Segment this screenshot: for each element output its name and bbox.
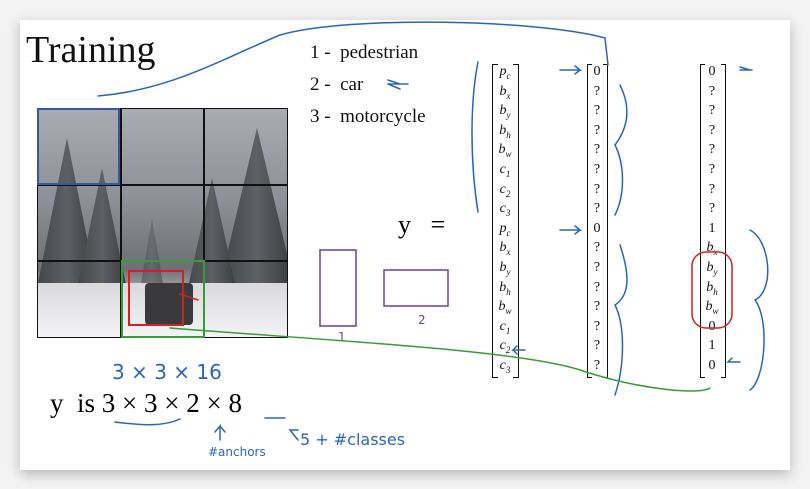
vector-entry: 0: [593, 64, 601, 79]
vector-entry: bw: [498, 299, 512, 316]
vector-entry: ?: [593, 142, 601, 158]
vector-entry: 0: [708, 357, 716, 373]
example-vector-1: 0??????? 0???????: [587, 62, 607, 376]
vector-entry: c3: [499, 201, 511, 218]
highlighted-cell: [37, 108, 120, 185]
handwritten-annotations: [97, 21, 769, 441]
vector-entry: bh: [706, 279, 718, 297]
slide-title: Training: [26, 29, 156, 71]
slide: Training 1 - pedestrian 2 - car 3 - moto…: [20, 20, 790, 470]
class-pedestrian: 1 - pedestrian: [310, 42, 419, 63]
handwritten-anchors: #anchors: [208, 445, 266, 459]
vector-entry: bh: [499, 279, 511, 297]
vector-entry: c1: [499, 161, 511, 179]
vector-entry: 1: [708, 220, 716, 236]
vector-entry: bx: [499, 83, 511, 101]
vector-entry: c2: [499, 338, 511, 356]
vector-entry: ?: [593, 357, 601, 373]
vector-entry: 0: [708, 64, 716, 79]
vector-entry: ?: [708, 142, 716, 158]
vector-entry: ?: [708, 161, 716, 177]
vector-entry: c2: [499, 181, 511, 199]
vector-entry: 1: [708, 338, 716, 354]
vector-entry: ?: [708, 201, 716, 217]
vector-entry: ?: [708, 83, 716, 99]
vector-entry: ?: [593, 279, 601, 295]
vector-entry: ?: [593, 122, 601, 138]
training-image-grid: [37, 108, 288, 338]
vector-entry: ?: [593, 201, 601, 217]
vector-entry: ?: [593, 299, 601, 315]
vector-entry: ?: [593, 240, 601, 256]
vector-entry: ?: [593, 161, 601, 177]
class-motorcycle: 3 - motorcycle: [310, 106, 426, 127]
vector-entry: ?: [593, 83, 601, 99]
handwritten-classes-note: 5 + #classes: [300, 430, 406, 449]
vector-entry: ?: [593, 181, 601, 197]
vector-entry: by: [706, 259, 718, 277]
anchor-box-2-label: 2: [418, 313, 426, 327]
y-equals: y =: [398, 210, 446, 239]
vector-entry: 0: [593, 220, 601, 236]
vector-entry: 0: [708, 318, 716, 334]
vector-entry: pc: [499, 64, 511, 81]
vector-entry: bx: [499, 240, 511, 258]
vector-entry: bh: [499, 122, 511, 140]
handwritten-product: 3 × 3 × 16: [112, 360, 222, 384]
vector-entry: by: [499, 259, 511, 277]
vector-entry: bw: [498, 142, 512, 160]
car-cell: [121, 260, 205, 338]
vector-entry: ?: [593, 338, 601, 354]
vector-entry: c1: [499, 318, 511, 336]
car-bounding-box: [128, 270, 184, 326]
vector-entry: by: [499, 103, 511, 120]
vector-entry: ?: [593, 318, 601, 334]
vector-entry: ?: [708, 103, 716, 119]
vector-entry: bw: [705, 299, 719, 316]
vector-entry: ?: [593, 259, 601, 275]
vector-entry: c3: [499, 357, 511, 375]
vector-entry: ?: [708, 122, 716, 138]
vector-entry: ?: [593, 103, 601, 119]
vector-entry: pc: [499, 220, 511, 238]
car: [145, 283, 193, 325]
vector-entry: ?: [708, 181, 716, 197]
class-car: 2 - car: [310, 74, 364, 95]
output-shape-formula: y is 3 × 3 × 2 × 8: [50, 388, 242, 418]
anchor-box-1-label: 1: [338, 330, 346, 344]
